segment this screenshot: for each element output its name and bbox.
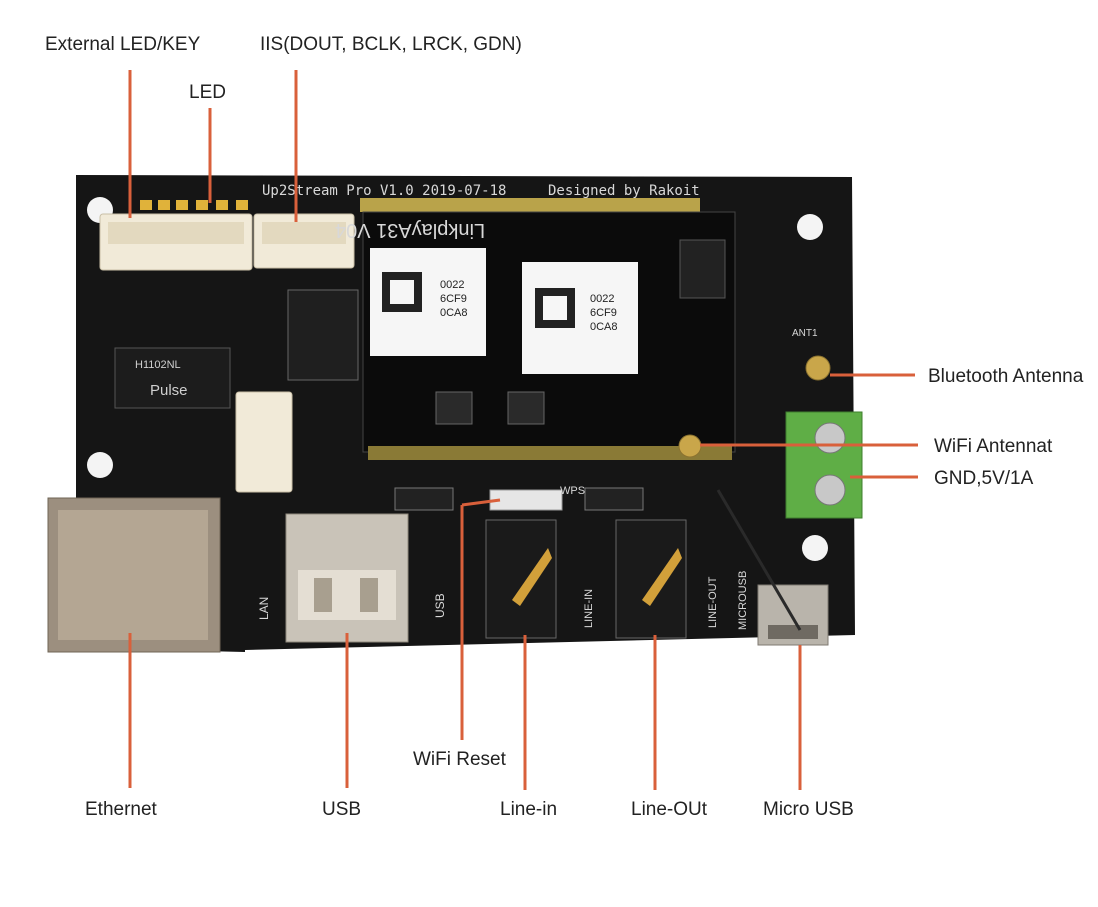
- terminal-screw: [814, 474, 846, 506]
- label-wifi-antenna: WiFi Antennat: [934, 436, 1053, 457]
- module-chip: [679, 239, 726, 299]
- ant1-silk: ANT1: [792, 328, 818, 339]
- h1102nl-silk: H1102NL: [135, 359, 181, 371]
- smd-led: [140, 200, 152, 210]
- line-in-contact: [512, 548, 552, 606]
- label-micro-usb: Micro USB: [763, 799, 854, 820]
- smd-led: [176, 200, 188, 210]
- module-pins: [368, 446, 732, 460]
- qr-text-1-line3: 0CA8: [440, 307, 468, 319]
- inductor: [507, 391, 545, 425]
- terminal-screw: [814, 422, 846, 454]
- smd-led: [196, 200, 208, 210]
- wifi-antenna-connector: [678, 434, 702, 458]
- label-ethernet: Ethernet: [85, 799, 157, 820]
- leader-wifi-reset-hook: [461, 498, 501, 507]
- smd-led: [158, 200, 170, 210]
- header-pins: [360, 198, 700, 212]
- qr-code-1-inner: [390, 280, 414, 304]
- module-name-silk: LinkplayA31 V04: [335, 219, 485, 241]
- label-line-in: Line-in: [500, 799, 558, 820]
- wps-silk: WPS: [560, 485, 585, 497]
- micro-usb-opening: [768, 625, 818, 639]
- mounting-hole-top-right: [797, 214, 823, 240]
- smd-led: [236, 200, 248, 210]
- usb-port-opening: [298, 570, 396, 620]
- main-ic: [287, 289, 359, 381]
- qr-text-2-line2: 6CF9: [590, 307, 617, 319]
- smd-led: [216, 200, 228, 210]
- label-wifi-reset: WiFi Reset: [413, 749, 506, 770]
- pulse-transformer: [114, 347, 231, 409]
- label-iis: IIS(DOUT, BCLK, LRCK, GDN): [260, 34, 522, 55]
- wifi-reset-switch: [489, 489, 563, 511]
- label-usb: USB: [322, 799, 362, 820]
- pin-header-left: [394, 487, 454, 511]
- board-title-silk: Up2Stream Pro V1.0 2019-07-18: [262, 183, 506, 199]
- lan-silk: LAN: [257, 597, 271, 620]
- qr-text-2-line1: 0022: [590, 293, 614, 305]
- pulse-silk: Pulse: [150, 382, 188, 399]
- usb-silk: USB: [433, 593, 447, 618]
- label-gnd-power: GND,5V/1A: [934, 468, 1034, 489]
- ethernet-jack-face: [58, 510, 208, 640]
- antenna-cable: [716, 489, 802, 631]
- qr-code-2-inner: [543, 296, 567, 320]
- usb-tongue: [314, 578, 332, 612]
- label-led: LED: [189, 82, 226, 103]
- mounting-hole-mid-left: [87, 452, 113, 478]
- inductor: [435, 391, 473, 425]
- qr-text-1-line2: 6CF9: [440, 293, 467, 305]
- line-out-contact: [642, 548, 682, 606]
- label-line-out: Line-OUt: [631, 799, 708, 820]
- pin-header-right: [584, 487, 644, 511]
- micro-usb-silk: MICROUSB: [737, 571, 749, 630]
- side-connector: [235, 391, 293, 493]
- label-bluetooth-antenna: Bluetooth Antenna: [928, 366, 1084, 387]
- label-external-led-key: External LED/KEY: [45, 34, 201, 55]
- qr-text-2-line3: 0CA8: [590, 321, 618, 333]
- line-in-jack: [485, 519, 557, 639]
- line-out-silk: LINE-OUT: [707, 576, 719, 628]
- line-out-jack: [615, 519, 687, 639]
- mounting-hole-bottom-right: [802, 535, 828, 561]
- bluetooth-antenna-connector: [805, 355, 831, 381]
- connector-inner: [108, 222, 244, 244]
- designed-by-silk: Designed by Rakoit: [548, 183, 700, 199]
- line-in-silk: LINE-IN: [583, 589, 595, 628]
- usb-tongue: [360, 578, 378, 612]
- connector-inner: [262, 222, 346, 244]
- qr-text-1-line1: 0022: [440, 279, 464, 291]
- leader-lines: [128, 70, 918, 790]
